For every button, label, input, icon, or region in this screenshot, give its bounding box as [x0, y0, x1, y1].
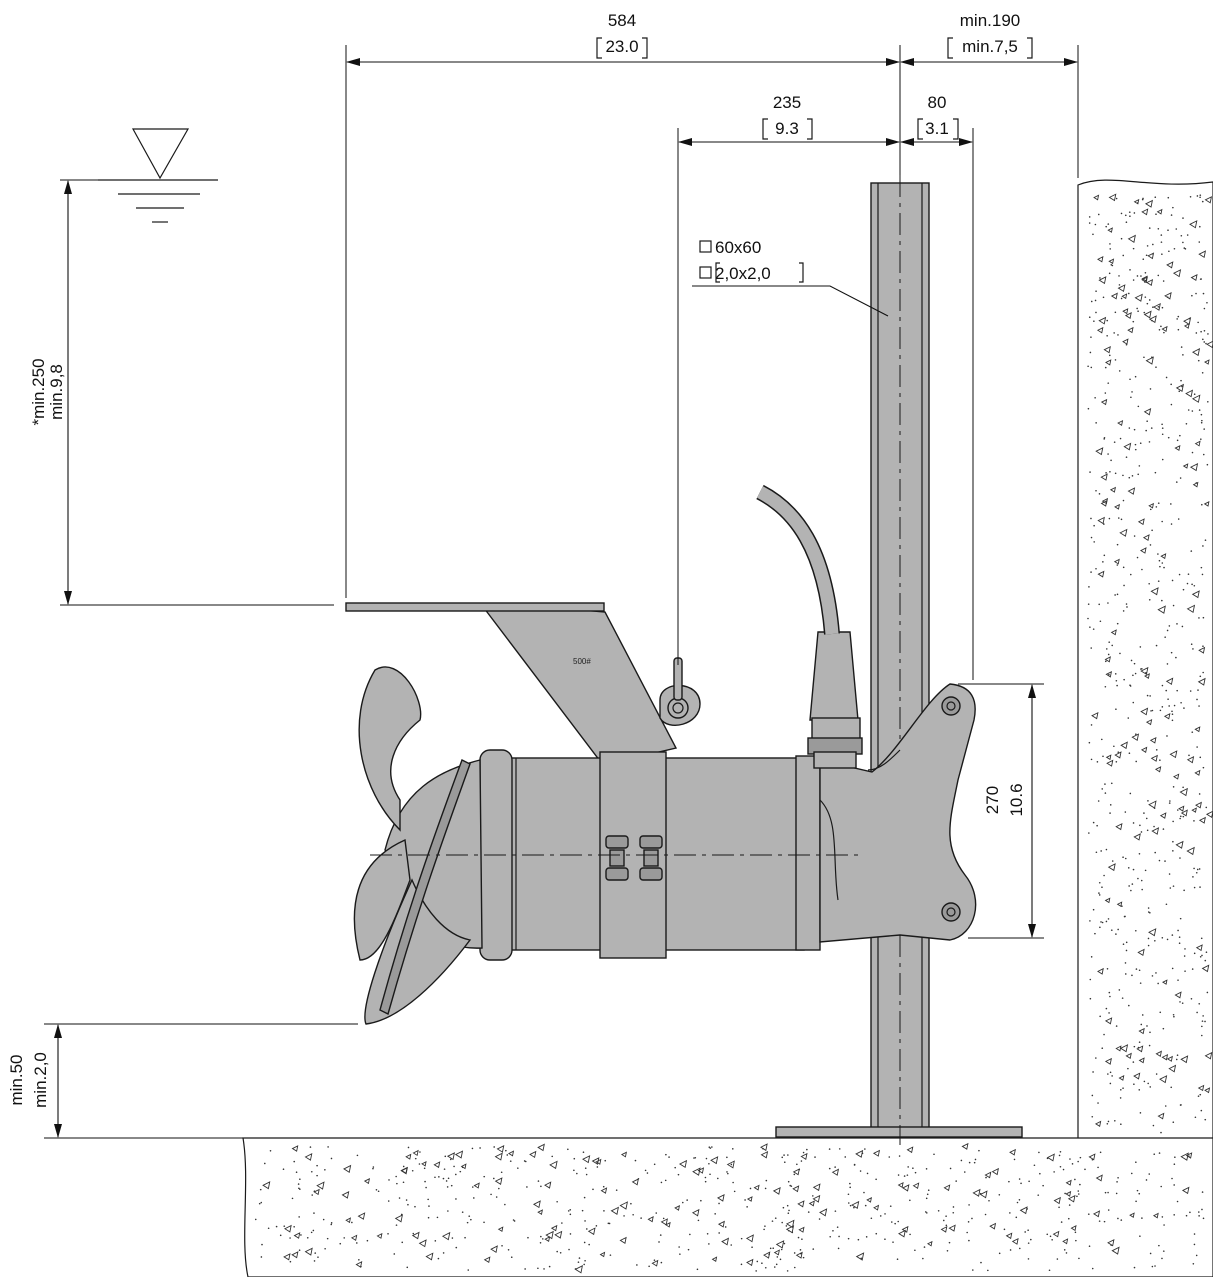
guide-rail [775, 182, 1023, 1138]
mounting-fin: 500# [345, 602, 678, 766]
dim-floor-clearance-alt: min.2,0 [31, 1052, 50, 1108]
dim-floor-clearance: min.50 [7, 1054, 26, 1105]
dim-overall-width-alt: 23.0 [605, 37, 638, 56]
dim-rail-section: 60x60 [715, 238, 761, 257]
dim-bracket-height-alt: 10.6 [1007, 783, 1026, 816]
dim-submergence-alt: min.9,8 [47, 364, 66, 420]
dim-wall-clearance: min.190 [960, 11, 1020, 30]
dim-bracket-height: 270 [983, 786, 1002, 814]
dim-rail-to-bracket: 80 [928, 93, 947, 112]
concrete-texture [254, 193, 1213, 1274]
dim-wall-clearance-alt: min.7,5 [962, 37, 1018, 56]
rail-bracket [819, 683, 977, 943]
propeller [353, 666, 483, 1025]
concrete-floor [242, 1137, 1213, 1277]
dim-handle-to-rail: 235 [773, 93, 801, 112]
lifting-eye [659, 657, 701, 726]
square-section-icon [699, 240, 712, 279]
dim-overall-width: 584 [608, 11, 636, 30]
plate-marking: 500# [573, 657, 591, 666]
dim-submergence: *min.250 [29, 358, 48, 425]
dim-handle-to-rail-alt: 9.3 [775, 119, 799, 138]
cable-gland [807, 631, 863, 769]
concrete-wall [1077, 179, 1213, 1277]
water-level-icon [98, 128, 218, 223]
dim-rail-to-bracket-alt: 3.1 [925, 119, 949, 138]
dim-rail-section-alt: 2,0x2,0 [715, 264, 771, 283]
